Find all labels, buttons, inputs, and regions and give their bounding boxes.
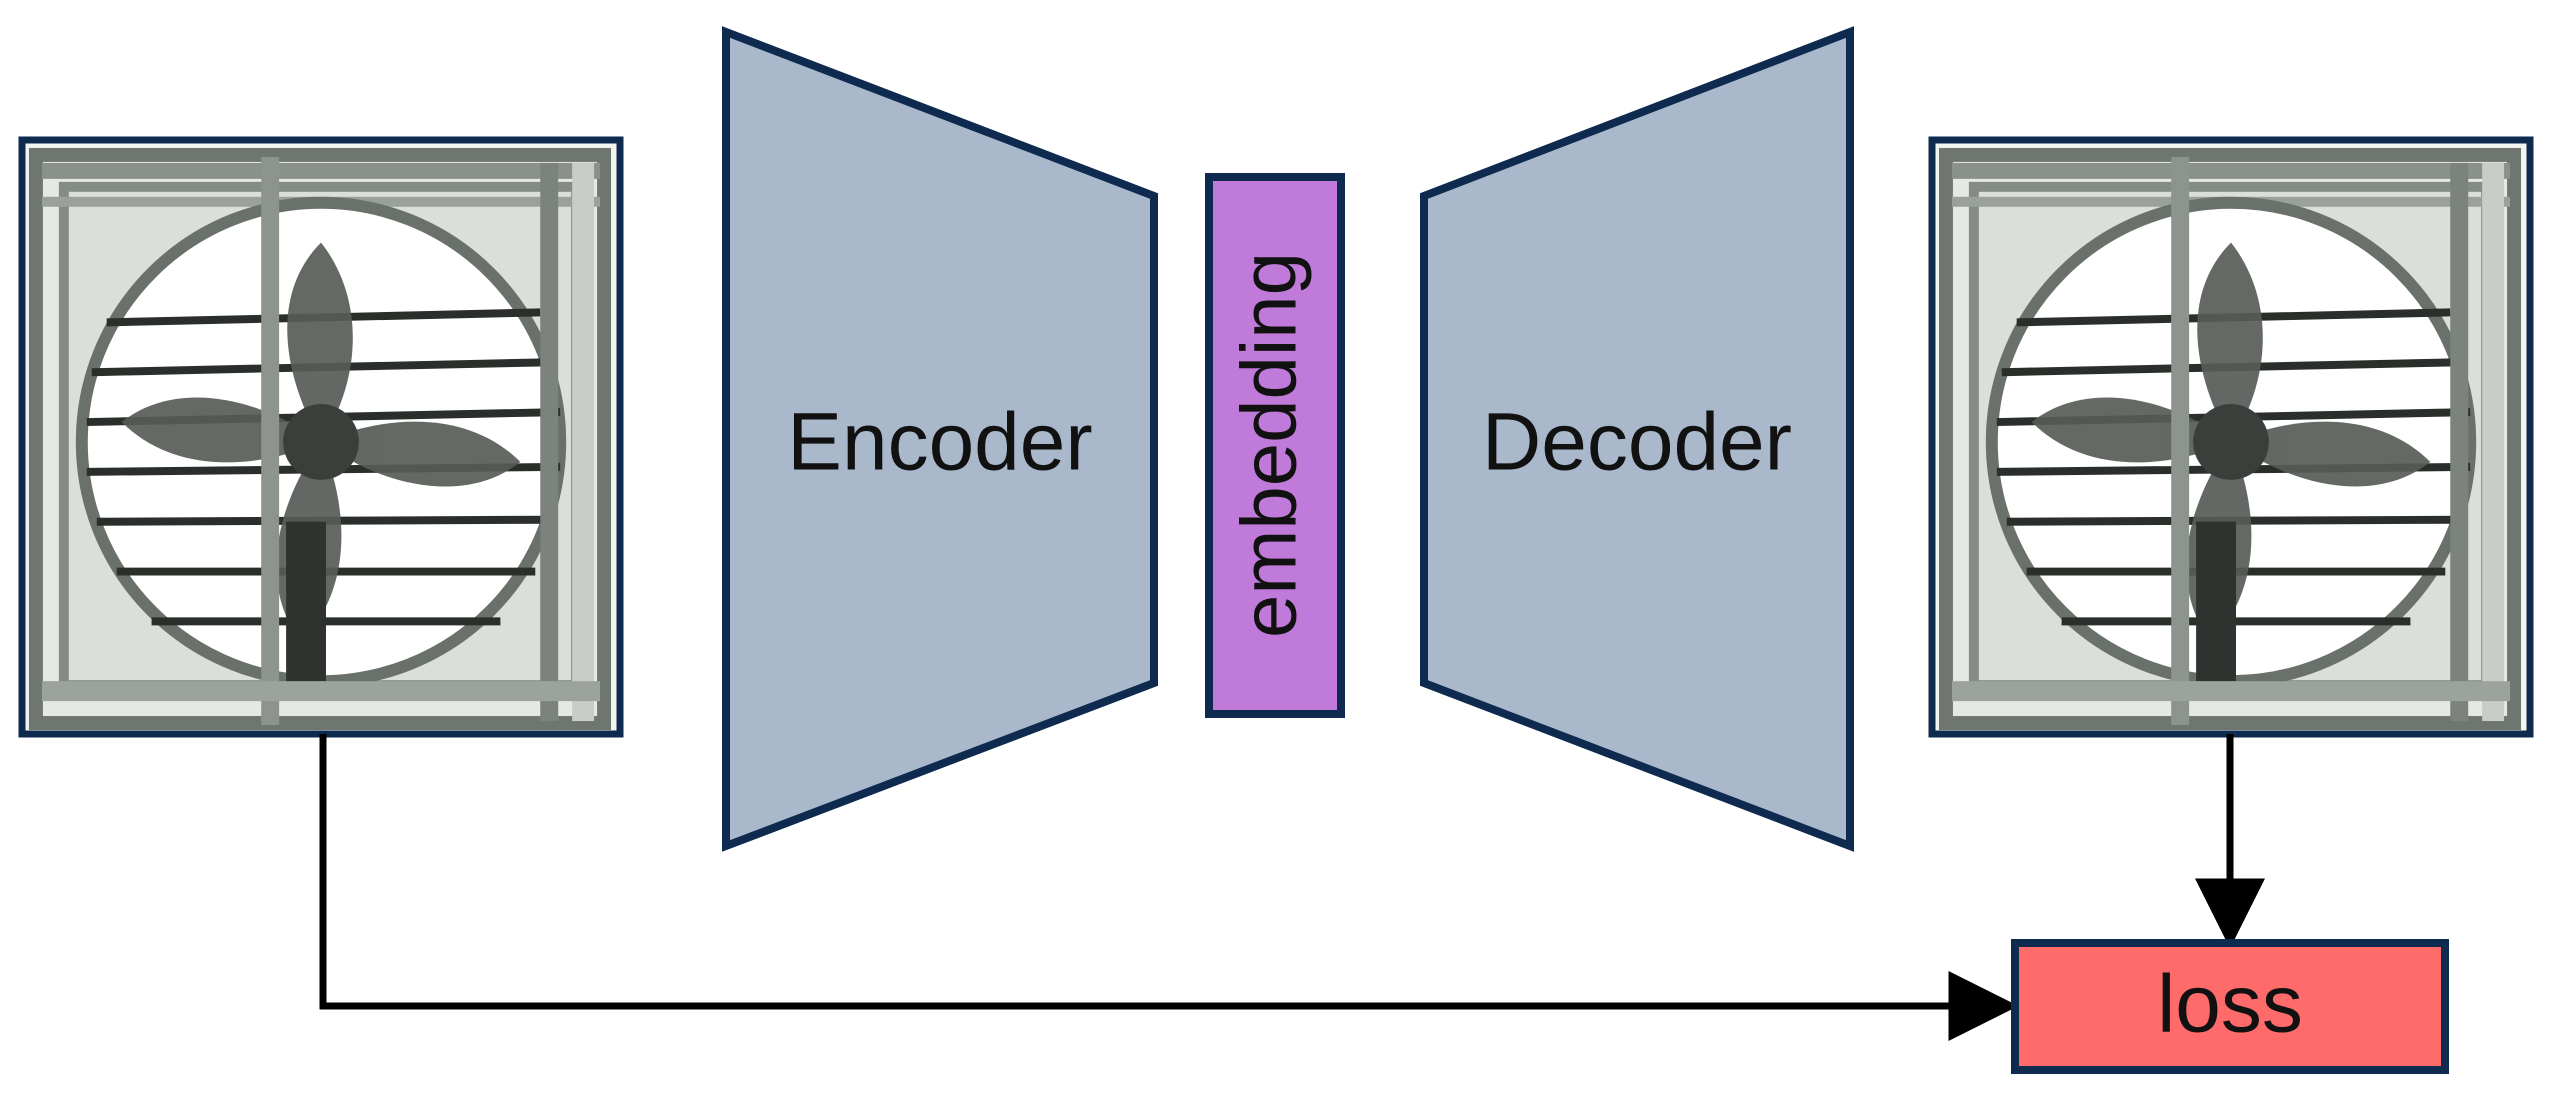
input-to-loss-arrow (319, 734, 2019, 1041)
embedding-block (1205, 173, 1345, 718)
encoder-label: Encoder (787, 397, 1092, 488)
output-image (1928, 136, 2534, 738)
decoder-block (1420, 26, 1854, 852)
loss-label: loss (2157, 959, 2303, 1050)
fan-image-icon (1932, 143, 2530, 731)
decoder-label: Decoder (1482, 397, 1792, 488)
encoder-block (722, 26, 1158, 852)
embedding-label: embedding (1225, 252, 1313, 638)
loss-block (2011, 939, 2449, 1074)
input-image (18, 136, 624, 738)
fan-image-icon (22, 143, 620, 731)
